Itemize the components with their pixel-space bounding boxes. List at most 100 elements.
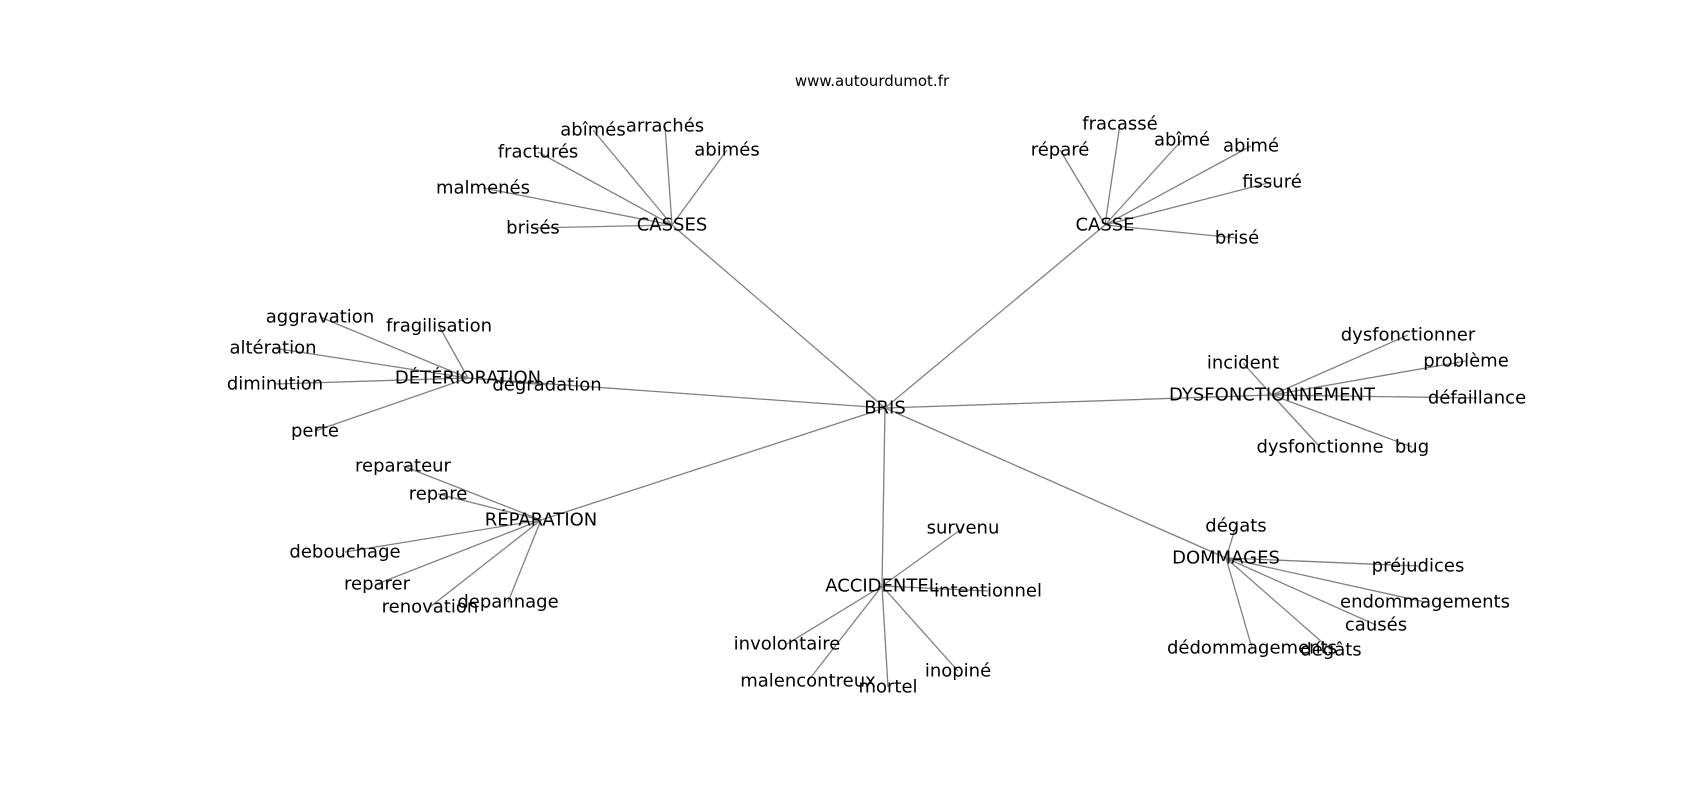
node-leaf-accidentel-4: mortel [858,677,917,698]
node-leaf-dommages-5: dégâts [1300,640,1361,661]
edge-casse-leaf-1 [1059,149,1106,226]
source-watermark: www.autourdumot.fr [794,72,950,90]
edge-reparation-leaf-0 [402,465,542,521]
node-leaf-casses-5: brisés [506,218,560,239]
edge-casses-leaf-3 [671,149,728,226]
node-leaf-accidentel-1: intentionnel [934,581,1042,602]
edge-casse-leaf-5 [1104,224,1238,239]
node-leaf-casses-0: abîmés [560,120,625,141]
edge-casse-leaf-0 [1104,123,1121,226]
edge-reparation-leaf-4 [429,519,542,608]
edge-casse-leaf-3 [1104,145,1252,226]
node-leaf-dommages-0: dégats [1205,516,1266,537]
node-leaf-dysfonctionnement-3: défaillance [1428,388,1526,409]
node-leaf-dysfonctionnement-0: dysfonctionner [1341,325,1476,346]
edge-center-casse [884,224,1106,409]
edge-dysfonctionnement-leaf-3 [1271,394,1478,399]
node-center: BRIS [864,398,906,419]
node-leaf-deterioration-0: aggravation [266,307,374,328]
edge-dommages-leaf-0 [1225,525,1237,559]
node-leaf-deterioration-3: diminution [227,374,323,395]
node-leaf-casses-3: abimés [694,140,759,161]
node-leaf-casse-1: réparé [1031,140,1090,161]
node-leaf-deterioration-4: dégradation [492,375,601,396]
edge-accidentel-leaf-1 [881,585,989,592]
node-leaf-casse-3: abimé [1223,136,1279,157]
node-leaf-reparation-2: debouchage [289,542,400,563]
node-leaf-dommages-1: préjudices [1372,556,1465,577]
edge-deterioration-leaf-0 [319,316,469,379]
edge-center-dysfonctionnement [884,394,1273,409]
node-hub-casses: CASSES [637,215,708,236]
edge-casse-leaf-4 [1104,181,1273,226]
edge-accidentel-leaf-0 [881,527,964,587]
edge-center-accidentel [881,407,886,587]
edge-center-casses [671,224,886,409]
node-leaf-reparation-1: repare [409,484,468,505]
node-leaf-deterioration-2: altération [229,338,316,359]
edge-dysfonctionnement-leaf-0 [1271,334,1409,396]
node-hub-dysfonctionnement: DYSFONCTIONNEMENT [1169,385,1376,406]
edge-reparation-leaf-5 [507,519,542,603]
edge-dysfonctionnement-leaf-4 [1271,394,1321,448]
edge-dommages-leaf-3 [1225,557,1377,626]
node-leaf-dysfonctionnement-5: bug [1395,437,1429,458]
node-leaf-casses-1: arrachés [626,116,704,137]
edge-casses-leaf-1 [664,125,673,226]
edge-center-reparation [540,407,886,521]
edge-casses-leaf-5 [532,224,673,229]
node-hub-deterioration: DÉTÉRIORATION [395,367,541,389]
edge-reparation-leaf-2 [344,519,542,553]
node-leaf-accidentel-2: involontaire [734,634,841,655]
node-hub-casse: CASSE [1075,215,1134,236]
node-leaf-reparation-3: reparer [344,574,411,595]
edge-dommages-leaf-5 [1225,557,1332,651]
edge-dysfonctionnement-leaf-2 [1271,360,1467,396]
node-leaf-reparation-5: depannage [457,592,558,613]
node-leaf-accidentel-5: inopiné [925,661,991,682]
edge-center-deterioration [467,377,886,409]
edge-casses-leaf-4 [482,187,673,226]
edge-dysfonctionnement-leaf-5 [1271,394,1413,448]
node-leaf-casse-5: brisé [1215,228,1259,249]
node-hub-accidentel: ACCIDENTEL [825,576,939,597]
edge-dommages-leaf-2 [1225,557,1426,603]
edge-deterioration-leaf-5 [314,377,469,432]
edge-deterioration-leaf-2 [272,347,469,379]
edge-deterioration-leaf-1 [438,325,469,379]
node-leaf-dommages-3: causés [1345,615,1407,636]
edge-casses-leaf-0 [592,129,673,226]
edge-center-dommages [884,407,1227,559]
node-leaf-casse-0: fracassé [1082,114,1158,135]
edge-reparation-leaf-1 [437,493,542,521]
node-hub-reparation: RÉPARATION [485,509,598,531]
node-leaf-casse-2: abîmé [1154,130,1210,151]
node-leaf-casse-4: fissuré [1242,172,1302,193]
edge-casse-leaf-2 [1104,139,1183,226]
node-leaf-reparation-4: renovation [382,597,479,618]
graph-edges [272,123,1478,688]
edge-accidentel-leaf-3 [807,585,883,682]
node-hub-dommages: DOMMAGES [1172,548,1280,569]
node-leaf-dommages-2: endommagements [1340,592,1510,613]
node-leaf-deterioration-5: perte [291,421,339,442]
node-leaf-casses-2: fracturés [498,142,579,163]
node-leaf-reparation-0: reparateur [355,456,452,477]
node-leaf-casses-4: malmenés [436,178,530,199]
edge-accidentel-leaf-2 [786,585,883,645]
node-leaf-dysfonctionnement-1: incident [1207,353,1279,374]
node-leaf-dysfonctionnement-4: dysfonctionne [1256,437,1383,458]
edge-dommages-leaf-4 [1225,557,1253,649]
node-leaf-deterioration-1: fragilisation [386,316,492,337]
node-leaf-dommages-4: dédommagements [1167,638,1337,659]
edge-accidentel-leaf-4 [881,585,889,688]
edge-casses-leaf-2 [537,151,673,226]
edge-dommages-leaf-1 [1225,557,1419,567]
edge-deterioration-leaf-3 [274,377,469,385]
node-leaf-dysfonctionnement-2: problème [1423,351,1509,372]
edge-reparation-leaf-3 [376,519,542,585]
edge-dysfonctionnement-leaf-1 [1242,362,1273,396]
edge-deterioration-leaf-4 [467,377,548,386]
